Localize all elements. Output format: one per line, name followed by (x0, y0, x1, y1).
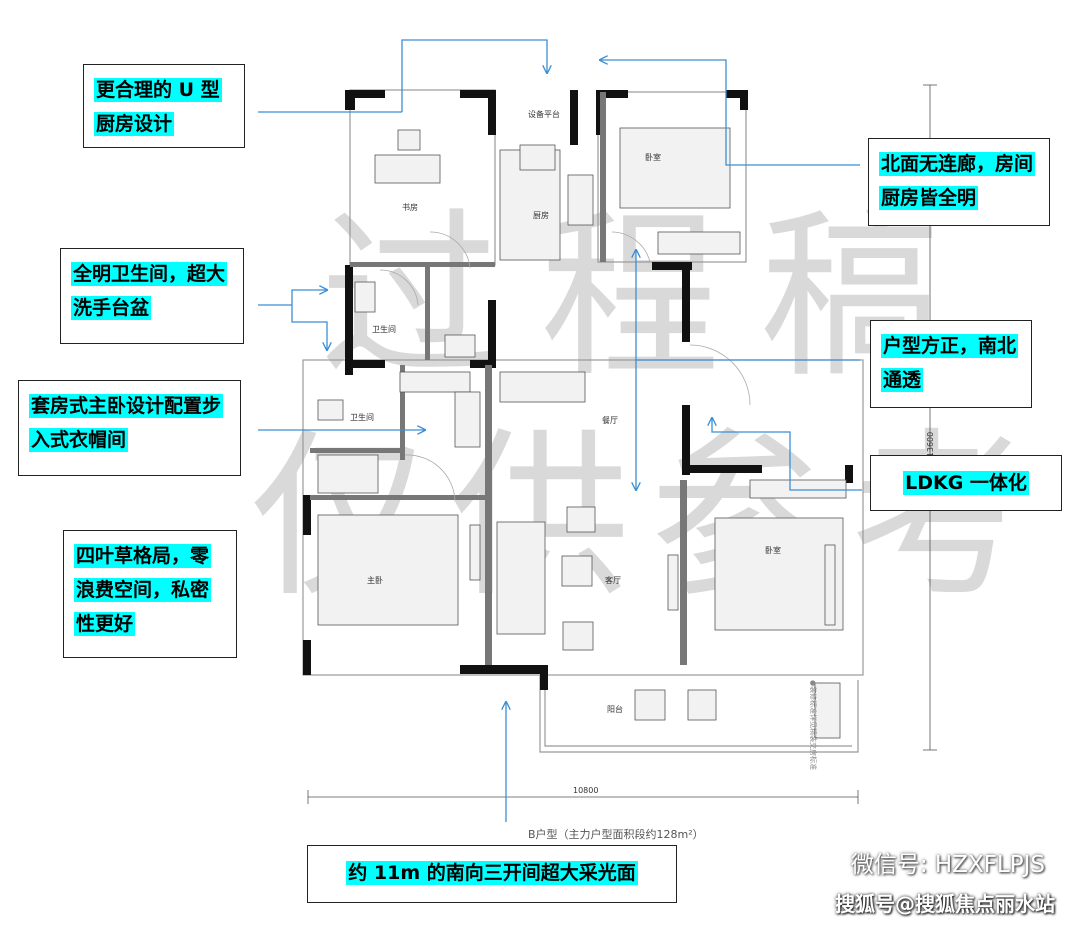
room-label-bedroom-south: 卧室 (765, 545, 781, 555)
room-label-balcony: 阳台 (607, 704, 623, 714)
room-label-bathroom-upper: 卫生间 (372, 324, 396, 334)
room-label-bathroom-master: 卫生间 (350, 412, 374, 422)
width-dimension: 10800 (573, 786, 599, 795)
callout-square-layout: 户型方正，南北通透 (870, 320, 1032, 408)
room-label-platform: 设备平台 (528, 109, 560, 119)
callout-master-suite: 套房式主卧设计配置步入式衣帽间 (18, 380, 241, 476)
wechat-watermark-text: 微信号: HZXFLPJS (850, 852, 1045, 878)
callout-master-suite-text: 套房式主卧设计配置步入式衣帽间 (29, 394, 224, 452)
room-label-kitchen: 厨房 (533, 210, 549, 220)
wechat-watermark: 微信号: HZXFLPJS (822, 845, 1045, 879)
callout-u-kitchen-text: 更合理的 U 型厨房设计 (94, 78, 222, 136)
callout-ldkg: LDKG 一体化 (870, 455, 1062, 511)
callout-bright-bathroom-text: 全明卫生间，超大洗手台盆 (71, 262, 228, 320)
callout-south-face-text: 约 11m 的南向三开间超大采光面 (346, 861, 638, 885)
callout-u-kitchen: 更合理的 U 型厨房设计 (83, 64, 245, 148)
room-label-study: 书房 (402, 202, 418, 212)
room-label-master: 主卧 (367, 575, 383, 585)
callout-ldkg-text: LDKG 一体化 (903, 471, 1029, 495)
height-dimension: 13600 (926, 431, 936, 458)
sohu-watermark: 搜狐号@搜狐焦点丽水站 (835, 892, 1055, 916)
callout-north-light: 北面无连廊，房间厨房皆全明 (868, 138, 1050, 226)
room-label-bedroom-north: 卧室 (645, 152, 661, 162)
room-label-living: 客厅 (605, 575, 621, 585)
wechat-icon (822, 857, 845, 874)
callout-clover-layout-text: 四叶草格局，零浪费空间，私密性更好 (74, 544, 212, 636)
callout-north-light-text: 北面无连廊，房间厨房皆全明 (879, 152, 1036, 210)
callout-clover-layout: 四叶草格局，零浪费空间，私密性更好 (63, 530, 237, 658)
callout-square-layout-text: 户型方正，南北通透 (881, 334, 1019, 392)
callout-bright-bathroom: 全明卫生间，超大洗手台盆 (60, 248, 244, 344)
side-note: ●装修标准详见精装交房标准 (809, 680, 817, 771)
room-label-dining: 餐厅 (602, 416, 618, 425)
callout-south-face: 约 11m 的南向三开间超大采光面 (307, 845, 677, 903)
draft-watermark-line1: 过程稿 (320, 193, 981, 402)
plan-caption: B户型（主力户型面积段约128m²） (528, 828, 704, 841)
